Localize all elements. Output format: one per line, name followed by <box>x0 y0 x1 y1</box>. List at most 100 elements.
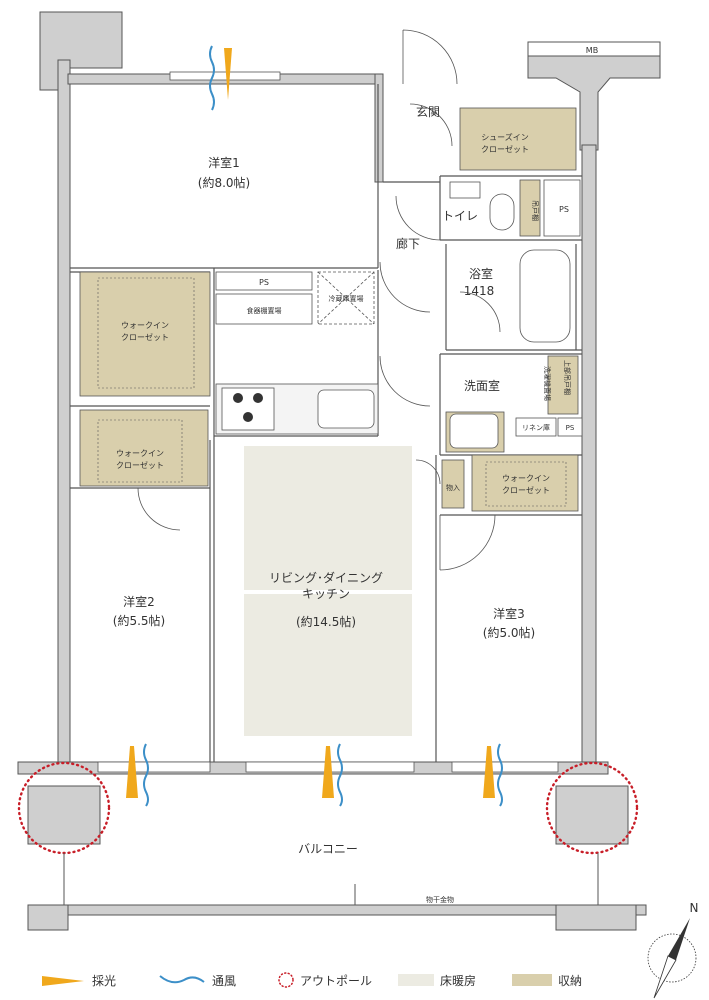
kitchen-ps-label: PS <box>259 278 269 287</box>
dish-shelf-label: 食器棚置場 <box>247 306 282 315</box>
bathtub <box>519 249 571 343</box>
sink <box>317 389 375 429</box>
pantry <box>441 459 465 509</box>
bath-name: 浴室 <box>469 266 493 281</box>
bedroom3-size: (約5.0帖) <box>483 625 535 640</box>
wind-bedroom3 <box>497 743 503 807</box>
closet-inner-lines <box>97 277 567 507</box>
floor-heating-upper <box>244 446 412 590</box>
bath-fixtures <box>449 179 583 449</box>
light-bedroom1 <box>224 48 232 100</box>
legend-floor-heating-swatch <box>398 974 434 986</box>
bedroom2-size: (約5.5帖) <box>113 613 165 628</box>
mb-box <box>527 41 661 57</box>
left-outer-wall <box>57 59 71 771</box>
shoe-closet <box>459 107 577 171</box>
toilet-sink <box>449 181 481 199</box>
compass-ring <box>647 933 697 983</box>
right-outer-wall <box>581 144 597 771</box>
bath-size: 1418 <box>464 284 495 298</box>
toilet-shelf <box>519 179 541 237</box>
pantry-label: 物入 <box>446 483 460 492</box>
storage-areas <box>79 107 579 512</box>
bedroom2-door <box>137 487 181 531</box>
washer-label: 洗濯機置場 <box>543 366 552 401</box>
legend-floor-heating-label: 床暖房 <box>440 973 476 988</box>
toilet-bowl <box>489 193 515 231</box>
walkin-closet-3 <box>471 454 579 512</box>
linen-label: リネン庫 <box>522 423 550 432</box>
ps-box-washroom <box>557 417 583 437</box>
ps-washroom-label: PS <box>566 424 575 432</box>
balcony-lines <box>63 853 599 905</box>
interior-partitions <box>70 84 582 762</box>
hall-door <box>379 261 431 313</box>
balcony-end-right <box>555 904 637 931</box>
window-bedroom2 <box>97 761 211 773</box>
legend-outpole-label: アウトポール <box>300 974 372 988</box>
bedroom3-door <box>439 514 496 571</box>
ldk-label-1: リビング･ダイニング <box>269 570 383 585</box>
entrance-inner-door <box>409 103 453 147</box>
front-door <box>402 29 458 85</box>
washroom-shelf <box>547 355 579 415</box>
wic3-label-1: ウォークイン <box>502 474 550 483</box>
compass: N <box>647 901 699 999</box>
legend-storage-swatch <box>512 974 552 986</box>
compass-north: N <box>690 901 699 915</box>
floor-heating-lower <box>244 594 412 736</box>
wic3-label-2: クローゼット <box>502 485 550 495</box>
entrance-label: 玄関 <box>416 104 440 119</box>
window-bedroom3 <box>451 761 559 773</box>
window-bedroom1 <box>169 71 281 81</box>
kitchen-fixtures <box>215 271 379 435</box>
walkin-closet-1 <box>79 271 211 397</box>
bedroom1-size: (約8.0帖) <box>198 175 250 190</box>
wind-bedroom2 <box>143 743 149 807</box>
bath-door <box>459 291 501 333</box>
wic1-label-1: ウォークイン <box>121 321 169 330</box>
outpole-column-left <box>27 785 101 845</box>
legend-light-label: 採光 <box>92 974 116 988</box>
bedroom2-name: 洋室2 <box>123 594 155 609</box>
toilet-shelf-label: 吊戸棚 <box>531 200 540 221</box>
outpole-right <box>545 761 639 855</box>
doors <box>137 29 501 571</box>
ldk-label-2: キッチン <box>302 587 350 601</box>
light-bedroom3 <box>483 746 495 798</box>
wind-ldk <box>337 743 343 807</box>
light-ldk <box>322 746 334 798</box>
bedroom3-name: 洋室3 <box>493 606 525 621</box>
wind-bedroom1 <box>209 45 215 111</box>
upper-shelf-label: 上部吊戸棚 <box>563 360 572 395</box>
wic2-label-1: ウォークイン <box>116 449 164 458</box>
balcony-label: バルコニー <box>298 842 358 856</box>
legend-outpole-icon <box>278 972 294 988</box>
washbasin <box>449 413 499 449</box>
mb-label: MB <box>586 46 598 55</box>
ldk-size: (約14.5帖) <box>296 614 356 629</box>
wic1-label-2: クローゼット <box>121 332 169 342</box>
ps-toilet-label: PS <box>559 205 569 214</box>
fridge-label: 冷蔵庫置場 <box>329 294 364 303</box>
compass-needle <box>668 918 690 960</box>
kitchen-ps <box>215 271 313 291</box>
legend: 採光 通風 アウトポール 床暖房 収納 <box>42 972 582 988</box>
shoe-closet-label-2: クローゼット <box>481 144 529 154</box>
light-bedroom2 <box>126 746 138 798</box>
stove-burners <box>233 393 263 422</box>
balcony-railing <box>27 904 647 916</box>
dish-shelf-area <box>215 293 313 325</box>
drying-rack-label: 物干金物 <box>426 895 454 904</box>
balcony-end-left <box>27 904 69 931</box>
legend-light-icon <box>42 976 84 986</box>
pantry-door <box>415 459 441 485</box>
toilet-door <box>395 195 441 241</box>
light-markers <box>126 48 495 798</box>
toilet-label: トイレ <box>442 209 478 223</box>
ps-box-toilet <box>543 179 581 237</box>
wind-markers <box>143 45 503 807</box>
walkin-closet-2 <box>79 409 209 487</box>
stove <box>221 387 275 431</box>
